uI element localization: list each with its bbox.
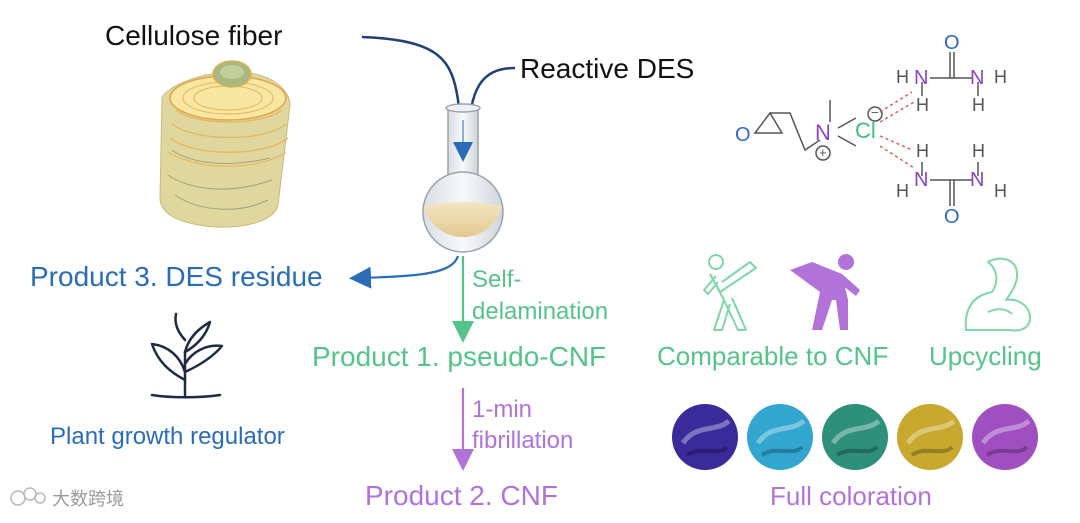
label-comparable-to-cnf: Comparable to CNF [657, 341, 889, 371]
atom-n-urea-bottom-left: N [914, 169, 929, 191]
karate-kick-outline-icon [703, 254, 757, 331]
atom-h-1: H [896, 67, 909, 87]
color-swatch [972, 404, 1038, 470]
cellulose-fiber-illustration [159, 60, 291, 228]
atom-o-urea-top: O [944, 32, 960, 54]
label-self-delamination-2: delamination [472, 298, 609, 325]
label-upcycling: Upcycling [929, 341, 1042, 371]
label-reactive-des: Reactive DES [520, 53, 695, 84]
label-full-coloration: Full coloration [770, 481, 932, 511]
label-self-delamination-1: Self- [472, 266, 522, 293]
cellulose-feed-line [361, 35, 464, 141]
label-1-min: 1-min [472, 396, 533, 423]
atom-h-4: H [972, 95, 985, 115]
color-swatch [672, 404, 738, 470]
charge-minus: − [871, 105, 879, 120]
round-bottom-flask-icon [422, 103, 504, 253]
arrow-to-product3 [349, 255, 460, 289]
atom-n-urea-top-left: N [914, 67, 929, 89]
atom-o-urea-bottom: O [944, 206, 960, 228]
atom-h-3: H [916, 95, 929, 115]
atom-h-2: H [994, 67, 1007, 87]
atom-h-8: H [972, 141, 985, 161]
atom-h-5: H [896, 181, 909, 201]
color-swatch [747, 404, 813, 470]
atom-h-7: H [916, 141, 929, 161]
label-product2: Product 2. CNF [365, 480, 558, 511]
watermark-logo-icon [10, 487, 46, 506]
atom-n-ammonium: N [815, 120, 831, 145]
plant-sprout-icon [150, 312, 224, 399]
label-fibrillation: fibrillation [472, 427, 574, 454]
label-cellulose-fiber: Cellulose fiber [105, 20, 283, 51]
atom-n-urea-top-right: N [970, 67, 985, 89]
color-swatch [897, 404, 963, 470]
label-plant-growth-regulator: Plant growth regulator [50, 423, 285, 450]
label-product3: Product 3. DES residue [30, 261, 323, 292]
karate-kick-filled-icon [790, 254, 860, 330]
atom-h-6: H [994, 181, 1007, 201]
coloration-swatches [672, 404, 1038, 470]
watermark-text: 大数跨境 [52, 489, 124, 509]
atom-n-urea-bottom-right: N [970, 169, 985, 191]
chemical-structure [753, 52, 979, 206]
color-swatch [822, 404, 888, 470]
atom-o-epoxide: O [735, 124, 751, 146]
charge-plus: + [819, 145, 827, 160]
label-product1: Product 1. pseudo-CNF [312, 341, 607, 372]
flexed-arm-icon [964, 257, 1031, 332]
atom-cl: Cl [855, 118, 876, 143]
